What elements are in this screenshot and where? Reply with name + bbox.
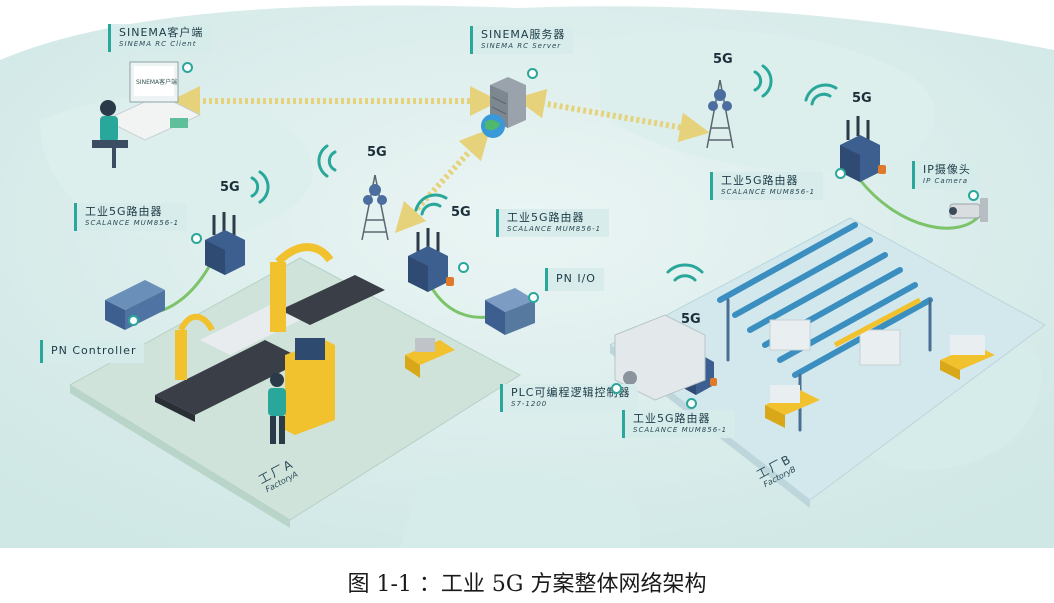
label-sinema-server: SINEMA服务器 SINEMA RC Server: [470, 26, 574, 54]
dot-router-mid: [458, 262, 469, 273]
label-sinema-client-en: SINEMA RC Client: [119, 40, 197, 48]
figure-caption: 图 1-1 ：工业 5G 方案整体网络架构: [347, 572, 707, 597]
badge-5g-router-a: 5G: [220, 180, 240, 195]
label-router-b: 工业5G路由器 SCALANCE MUM856-1: [622, 410, 736, 438]
label-plc: PLC可编程逻辑控制器 S7-1200: [500, 384, 639, 412]
ip-camera-device: [949, 198, 988, 222]
network-architecture-diagram: SINEMA客户端: [0, 5, 1054, 548]
label-router-a-en: SCALANCE MUM856-1: [85, 219, 180, 227]
label-router-mid-zh: 工业5G路由器: [507, 211, 585, 224]
label-router-a: 工业5G路由器 SCALANCE MUM856-1: [74, 203, 188, 231]
badge-5g-router-right: 5G: [852, 91, 872, 106]
tower-right: [706, 79, 734, 149]
label-ip-camera-en: IP Camera: [923, 177, 968, 185]
factory-a-equipment: [155, 243, 455, 444]
dot-router-a: [191, 233, 202, 244]
label-router-right: 工业5G路由器 SCALANCE MUM856-1: [710, 172, 824, 200]
router-a-device: [205, 212, 245, 275]
sinema-server: [481, 77, 526, 138]
label-router-right-zh: 工业5G路由器: [721, 174, 799, 187]
label-router-mid-en: SCALANCE MUM856-1: [507, 225, 602, 233]
label-pn-io-text: PN I/O: [556, 272, 596, 285]
dot-router-b: [686, 398, 697, 409]
tower-mid: [361, 174, 389, 241]
label-router-right-en: SCALANCE MUM856-1: [721, 188, 816, 196]
wifi-signals: [250, 64, 838, 282]
dot-pn-io: [528, 292, 539, 303]
dot-plc: [611, 383, 622, 394]
pn-io-device: [485, 288, 535, 335]
label-router-b-en: SCALANCE MUM856-1: [633, 426, 728, 434]
dot-sinema-server: [527, 68, 538, 79]
factory-b-equipment: [614, 297, 995, 428]
label-pn-controller: PN Controller: [40, 340, 145, 363]
link-server-tower-right: [515, 88, 710, 143]
label-ip-camera: IP摄像头 IP Camera: [912, 161, 979, 189]
cable-router-right-camera: [858, 179, 982, 230]
label-router-mid: 工业5G路由器 SCALANCE MUM856-1: [496, 209, 610, 237]
label-ip-camera-zh: IP摄像头: [923, 163, 971, 176]
label-plc-en: S7-1200: [511, 400, 548, 408]
label-sinema-server-en: SINEMA RC Server: [481, 42, 562, 50]
dot-pn-controller: [128, 315, 139, 326]
label-router-a-zh: 工业5G路由器: [85, 205, 163, 218]
badge-5g-tower-mid: 5G: [367, 145, 387, 160]
label-pn-io: PN I/O: [545, 268, 604, 291]
label-plc-zh: PLC可编程逻辑控制器: [511, 386, 631, 399]
client-workstation: SINEMA客户端: [92, 61, 202, 168]
badge-5g-tower-right: 5G: [713, 52, 733, 67]
label-sinema-client: SINEMA客户端 SINEMA RC Client: [108, 24, 212, 52]
dot-sinema-client: [182, 62, 193, 73]
label-pn-controller-text: PN Controller: [51, 344, 137, 357]
label-router-b-zh: 工业5G路由器: [633, 412, 711, 425]
badge-5g-router-b: 5G: [681, 312, 701, 327]
label-sinema-client-zh: SINEMA客户端: [119, 26, 204, 39]
monitor-text: SINEMA客户端: [136, 78, 177, 86]
dot-router-right: [835, 168, 846, 179]
dot-ip-camera: [968, 190, 979, 201]
badge-5g-router-mid: 5G: [451, 205, 471, 220]
label-sinema-server-zh: SINEMA服务器: [481, 28, 566, 41]
router-mid-device: [408, 228, 454, 292]
